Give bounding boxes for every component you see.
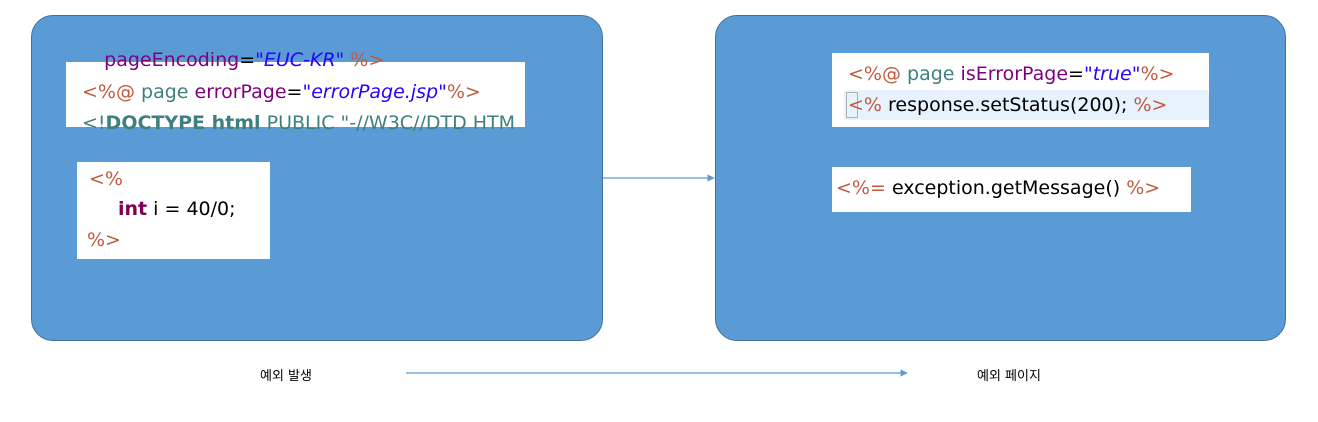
division-by-zero-snippet: <% int i = 40/0; %>: [77, 162, 270, 259]
expression-line: <%= exception.getMessage() %>: [836, 177, 1161, 199]
error-page-directive-line: <%@ page errorPage="errorPage.jsp"%>: [82, 81, 481, 103]
code-statement-line: int i = 40/0;: [118, 198, 236, 220]
page-encoding-line: pageEncoding="EUC-KR"%>: [104, 49, 385, 71]
scriptlet-open: <%: [89, 168, 123, 190]
error-page-caption: 예외 페이지: [977, 369, 1041, 384]
exception-occurs-caption: 예외 발생: [260, 369, 312, 384]
scriptlet-close: %>: [87, 229, 121, 251]
is-error-page-directive-line: <%@ page isErrorPage="true"%>: [848, 63, 1175, 85]
doctype-line: <!DOCTYPE html PUBLIC "-//W3C//DTD HTM: [82, 112, 516, 134]
is-error-page-snippet: <%@ page isErrorPage="true"%> <% respons…: [832, 53, 1209, 127]
cursor-marker: [846, 92, 858, 118]
current-line-highlight: [844, 90, 1209, 120]
error-page-directive-snippet: pageEncoding="EUC-KR"%> <%@ page errorPa…: [66, 49, 525, 134]
exception-message-snippet: <%= exception.getMessage() %>: [832, 167, 1191, 212]
set-status-line: <% response.setStatus(200); %>: [848, 94, 1168, 116]
